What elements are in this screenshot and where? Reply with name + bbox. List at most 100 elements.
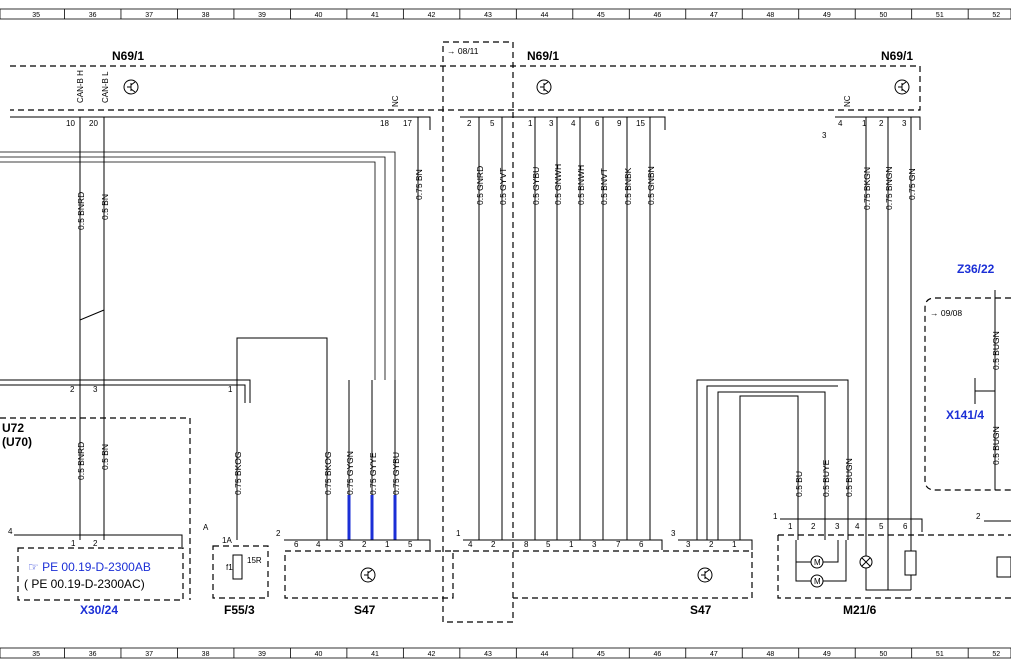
wire-label: 0.5 BNRD [76,192,86,230]
pin-label: 2 [811,522,816,531]
component-x30-24: 4 1 2 ☞ PE 00.19-D-2300AB ( PE 00.19-D-2… [8,527,184,617]
ruler-number: 35 [32,651,40,658]
pin-label: 1 [385,540,390,549]
pin-label: 3 [549,119,554,128]
pin-label: 4 [8,527,13,536]
ruler-number: 42 [428,651,436,658]
pin-label: 2 [362,540,367,549]
pin-label: 18 [380,119,389,128]
label-z36-22[interactable]: Z36/22 [957,262,995,276]
wire-label: 0.75 BKGN [862,167,872,210]
motor-icon: M [810,555,824,569]
wire-label: 0.75 GYYE [368,452,378,495]
pin-label: 3 [671,529,676,538]
wire-label: 0.5 BUYE [821,459,831,497]
pin-label: 8 [524,540,529,549]
pin-label: 4 [468,540,473,549]
pin-label: 2 [467,119,472,128]
wire-label: 0.5 GNBN [646,166,656,205]
motor-symbol-label: M [814,558,821,567]
lamp-icon [859,555,873,569]
wire-label: 0.5 GNWH [553,164,563,205]
pin-label: 10 [66,119,75,128]
pin-label: 1 [788,522,793,531]
ruler-number: 41 [371,12,379,19]
pin-label: 3 [93,385,98,394]
module-z36-22: Z36/22 → 09/08 0.5 BUGN 0.5 BUGN X141/4 [924,262,1011,491]
wire-label: 0.75 GYGN [345,451,355,495]
wire-label: 0.5 BN [100,194,110,220]
pin-label: 2 [276,529,281,538]
electronic-module-icon [894,79,910,95]
date-note-0908: → 09/08 [930,308,962,318]
ruler-number: 37 [145,12,153,19]
ruler-number: 42 [428,12,436,19]
component-s47-a: 2 6 4 3 2 1 5 S47 [276,529,454,617]
pin-label: 5 [408,540,413,549]
ref-link-2300ab[interactable]: ☞ PE 00.19-D-2300AB [28,560,151,574]
pin-label: 6 [595,119,600,128]
module-n69-1: N69/1 N69/1 N69/1 [10,49,921,111]
electronic-module-icon [536,79,552,95]
label-s47-a: S47 [354,603,376,617]
ruler-number: 44 [541,12,549,19]
label-f55-3: F55/3 [224,603,255,617]
pin-nc: NC [843,95,852,107]
electronic-module-icon [123,79,139,95]
pin-label: 20 [89,119,98,128]
label-x141-4[interactable]: X141/4 [946,408,984,422]
wire-label: 0.5 BUGN [844,458,854,497]
ruler-number: 43 [484,12,492,19]
pin-label: 2 [93,539,98,548]
ruler-number: 39 [258,651,266,658]
ruler-number: 45 [597,12,605,19]
pin-label: 9 [617,119,622,128]
ruler-number: 38 [202,12,210,19]
wire-labels-top: 0.5 BNRD 0.5 BN 0.75 BN 0.5 GNRD 0.5 GYV… [76,164,917,230]
pin-label: 3 [822,131,827,140]
ruler-number: 49 [823,651,831,658]
label-n69-1-c: N69/1 [881,49,913,63]
pin-label: 2 [976,512,981,521]
wire-label: 0.5 BNRD [76,442,86,480]
ruler-number: 51 [936,12,944,19]
pin-label: 7 [616,540,621,549]
ruler-number: 46 [654,12,662,19]
pin-label: 4 [571,119,576,128]
wire-label: 0.5 BUGN [991,426,1001,465]
pin-label: 1 [569,540,574,549]
module-u72: U72 (U70) [0,417,191,600]
pin-can-l: CAN-B L [101,71,110,103]
label-n69-1-b: N69/1 [527,49,559,63]
variant-region-0811: → 08/11 [442,41,514,623]
component-f55-3: A 1A f1 15R F55/3 [203,523,269,617]
pin-label: 1 [528,119,533,128]
label-x30-24[interactable]: X30/24 [80,603,118,617]
pin-nc: NC [391,95,400,107]
connector-strip-top [10,116,921,130]
ruler-number: 36 [89,12,97,19]
wire-label: 0.5 GYVT [498,168,508,205]
ruler-number: 38 [202,651,210,658]
ref-note-2300ac: ( PE 00.19-D-2300AC) [24,577,145,591]
pin-label: 2 [879,119,884,128]
connector-strip-mid: 2 3 1 [0,337,397,540]
pin-label: 4 [838,119,843,128]
wire-label: 0.5 BNWH [576,165,586,205]
pin-label: 1 [228,385,233,394]
wire-label: 0.75 BKOG [233,452,243,495]
pin-label: 4 [855,522,860,531]
component-s47-c: 3 3 2 1 S47 [453,529,753,617]
wire-label: 0.75 BNGN [884,167,894,210]
pin-label: 2 [491,540,496,549]
ruler-number: 47 [710,651,718,658]
ruler-number: 49 [823,12,831,19]
pin-label: A [203,523,209,532]
wire-label: 0.75 GYBU [391,452,401,495]
pin-label: 3 [835,522,840,531]
wire-label: 0.5 BNVT [599,168,609,205]
ruler-number: 39 [258,12,266,19]
component-s47-b: 1 4 2 8 5 1 3 7 6 [456,529,663,550]
